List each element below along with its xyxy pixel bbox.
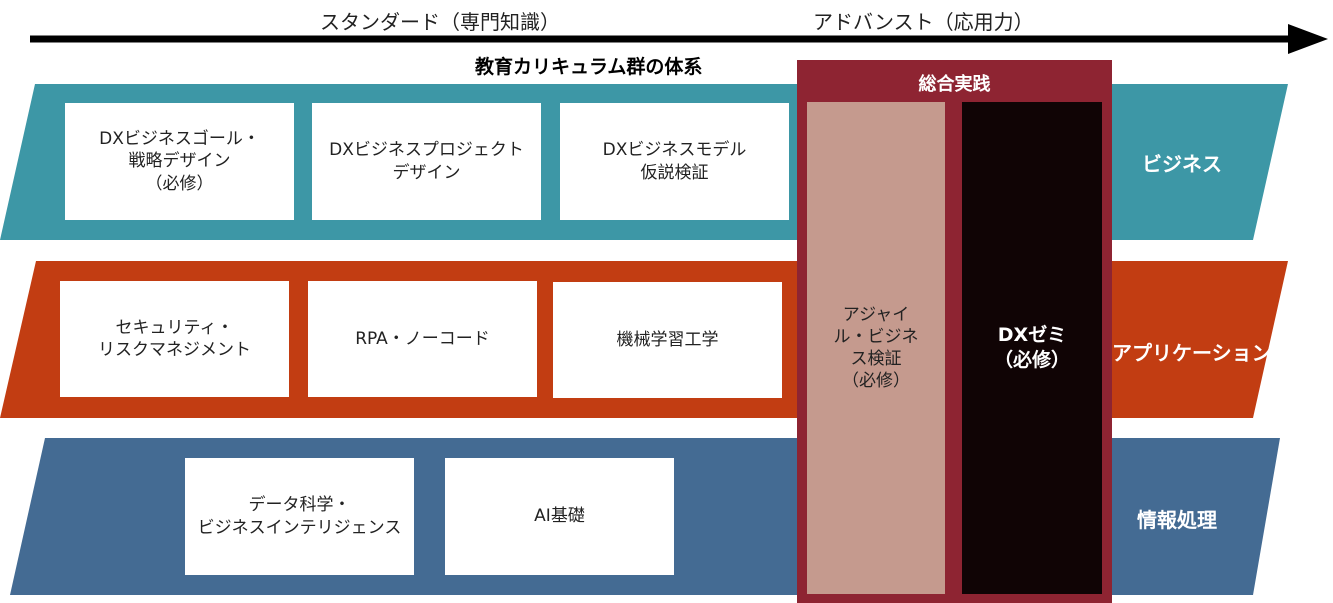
agile-business-box: アジャイ ル・ビジネ ス検証 （必修） — [807, 102, 945, 594]
axis-standard-label: スタンダード（専門知識） — [320, 10, 560, 34]
diagram-title: 教育カリキュラム群の体系 — [475, 56, 703, 78]
course-box: AI基礎 — [445, 458, 674, 575]
axis-advanced-label: アドバンスト（応用力） — [813, 10, 1034, 34]
course-box: RPA・ノーコード — [308, 281, 537, 397]
course-box: DXビジネスゴール・ 戦略デザイン （必修） — [65, 103, 294, 220]
progression-arrow — [30, 24, 1328, 54]
practice-panel: 総合実践 アジャイ ル・ビジネ ス検証 （必修） DXゼミ （必修） — [797, 60, 1112, 603]
practice-title: 総合実践 — [918, 74, 991, 95]
band-label-info: 情報処理 — [1137, 508, 1217, 532]
band-label-business: ビジネス — [1142, 152, 1222, 176]
course-box: 機械学習工学 — [553, 282, 782, 398]
course-box: データ科学・ ビジネスインテリジェンス — [185, 458, 414, 575]
dx-seminar-box: DXゼミ （必修） — [962, 102, 1102, 594]
course-box: DXビジネスモデル 仮説検証 — [560, 103, 789, 220]
band-label-application: アプリケーション — [1112, 341, 1272, 365]
course-box: セキュリティ・ リスクマネジメント — [60, 281, 289, 397]
course-box: DXビジネスプロジェクト デザイン — [312, 103, 541, 220]
